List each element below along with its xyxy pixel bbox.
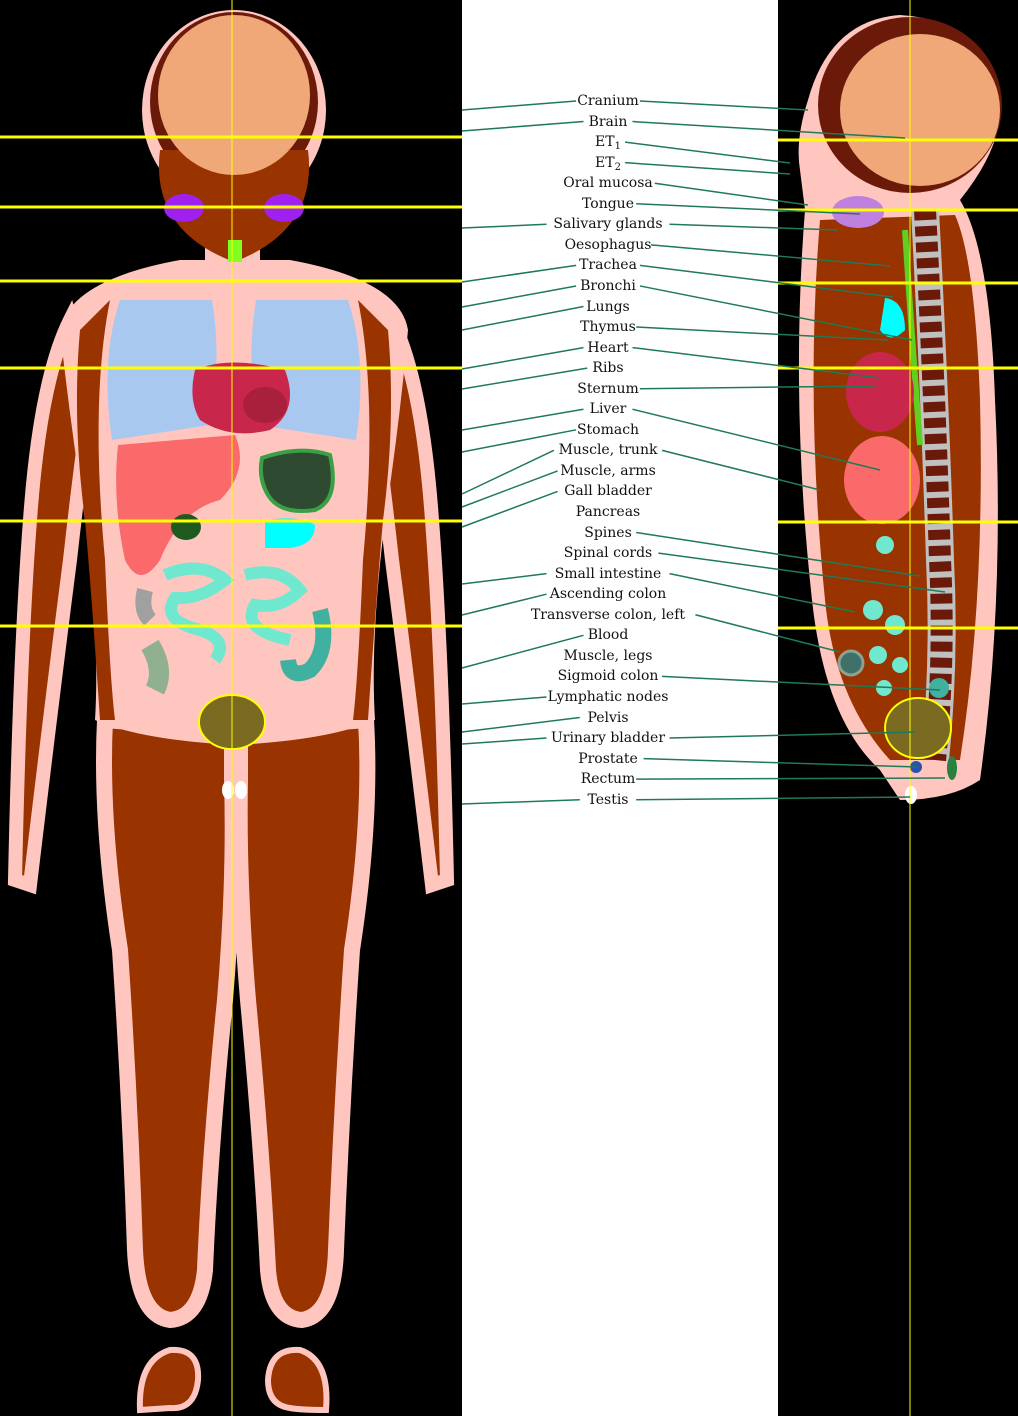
organ-label: Oesophagus (498, 235, 718, 255)
organ-label-text: Oesophagus (565, 237, 652, 253)
heart-inner (243, 387, 287, 423)
sigmoid (150, 645, 159, 690)
organ-label-text: Sternum (577, 381, 639, 397)
sagittal-brain (840, 34, 1000, 186)
organ-label: Lungs (498, 297, 718, 317)
organ-label: Tongue (498, 194, 718, 214)
organ-label-text: Urinary bladder (551, 730, 665, 746)
organ-label-text: Testis (587, 792, 628, 808)
sagittal-colon (839, 651, 863, 675)
testis-right (235, 781, 247, 799)
frontal-view (0, 0, 462, 1416)
organ-label-text: Spines (584, 525, 632, 541)
organ-label-text: Bronchi (580, 278, 636, 294)
organ-label: Salivary glands (498, 214, 718, 234)
organ-label: Trachea (498, 255, 718, 275)
organ-label-text: Oral mucosa (563, 175, 653, 191)
organ-label-text: ET (595, 134, 615, 150)
organ-label-text: Pancreas (576, 504, 641, 520)
organ-label-text: Spinal cords (564, 545, 652, 561)
colon-left (143, 590, 150, 620)
organ-label-text: Tongue (582, 196, 634, 212)
organ-label-text: Trachea (579, 257, 637, 273)
organ-label-text: Transverse colon, left (531, 607, 685, 623)
organ-label-text: Sigmoid colon (558, 668, 659, 684)
organ-label-subscript: 2 (615, 162, 621, 173)
organ-label-text: Liver (590, 401, 627, 417)
organ-label: Small intestine (498, 564, 718, 584)
organ-label: Prostate (498, 749, 718, 769)
organ-label-text: Gall bladder (564, 483, 652, 499)
stomach (261, 451, 333, 511)
organ-label: Blood (498, 625, 718, 645)
organ-label: Bronchi (498, 276, 718, 296)
organ-label: Muscle, legs (498, 646, 718, 666)
organ-label-text: ET (595, 155, 615, 171)
organ-label-text: Stomach (577, 422, 639, 438)
organ-label: Pancreas (498, 502, 718, 522)
organ-label: Stomach (498, 420, 718, 440)
organ-label: Ribs (498, 358, 718, 378)
sagittal-heart (846, 352, 914, 432)
organ-label-text: Prostate (578, 751, 638, 767)
organ-label: Spinal cords (498, 543, 718, 563)
organ-label: Muscle, trunk (498, 440, 718, 460)
organ-label: Heart (498, 338, 718, 358)
organ-label-text: Salivary glands (553, 216, 662, 232)
organ-label-text: Ribs (592, 360, 623, 376)
organ-label-text: Muscle, legs (564, 648, 653, 664)
organ-label-text: Thymus (580, 319, 636, 335)
brain (158, 15, 310, 175)
organ-label-text: Small intestine (555, 566, 662, 582)
organ-label-text: Muscle, trunk (559, 442, 658, 458)
organ-label-text: Brain (589, 114, 628, 130)
gall-bladder (171, 514, 201, 540)
organ-label-text: Ascending colon (550, 586, 667, 602)
organ-label: Oral mucosa (498, 173, 718, 193)
organ-label: Transverse colon, left (498, 605, 718, 625)
organ-label: Brain (498, 112, 718, 132)
organ-label-text: Lymphatic nodes (548, 689, 669, 705)
organ-label: Liver (498, 399, 718, 419)
organ-label: Thymus (498, 317, 718, 337)
organ-label-text: Blood (588, 627, 629, 643)
organ-label: Spines (498, 523, 718, 543)
organ-label: Gall bladder (498, 481, 718, 501)
sagittal-bladder (885, 698, 951, 758)
sagittal-rectum (947, 756, 957, 780)
sagittal-testis (905, 786, 917, 804)
organ-label: Urinary bladder (498, 728, 718, 748)
organ-label: Lymphatic nodes (498, 687, 718, 707)
organ-label-text: Rectum (581, 771, 636, 787)
organ-label-text: Lungs (586, 299, 629, 315)
organ-label: Sigmoid colon (498, 666, 718, 686)
sagittal-sigmoid (929, 678, 949, 698)
organ-label-text: Pelvis (587, 710, 628, 726)
trachea-front (228, 240, 242, 262)
organ-label: Muscle, arms (498, 461, 718, 481)
organ-label-text: Cranium (577, 93, 639, 109)
organ-label: Rectum (498, 769, 718, 789)
right-foot (268, 1350, 326, 1410)
organ-label-text: Heart (587, 340, 628, 356)
organ-label: Testis (498, 790, 718, 810)
sagittal-tongue (832, 196, 884, 228)
sagittal-liver (844, 436, 920, 524)
organ-label: Pelvis (498, 708, 718, 728)
organ-label-text: Muscle, arms (560, 463, 656, 479)
organ-label: Sternum (498, 379, 718, 399)
organ-label: Cranium (498, 91, 718, 111)
organ-label-subscript: 1 (615, 141, 621, 152)
organ-label: Ascending colon (498, 584, 718, 604)
